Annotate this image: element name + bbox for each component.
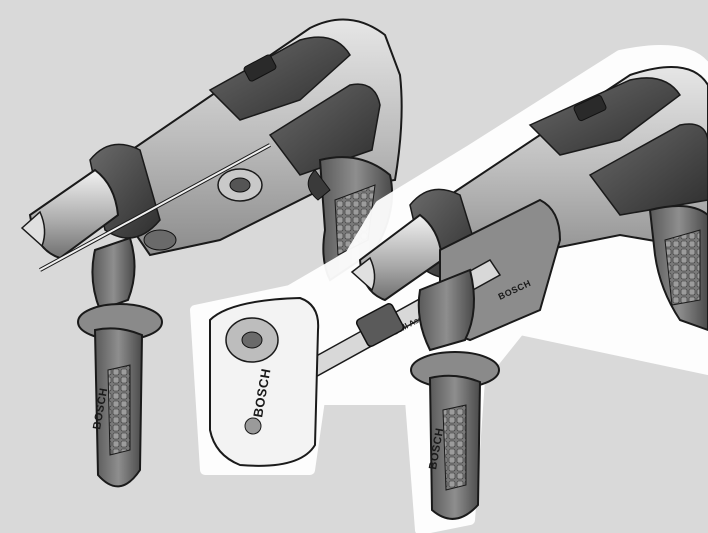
right-drill-top-panel bbox=[528, 77, 682, 156]
left-drill: BOSCH bbox=[20, 18, 403, 488]
left-drill-side-panel bbox=[268, 83, 381, 176]
right-drill: BOSCH Drill Assistant BOSCH BOSCH bbox=[190, 45, 708, 533]
left-drill-aux-handle-base bbox=[91, 236, 136, 312]
right-drill-aux-handle-base bbox=[417, 268, 475, 352]
left-drill-top-panel bbox=[208, 36, 351, 121]
right-drill-side-panel bbox=[588, 123, 708, 216]
left-drill-trigger bbox=[307, 169, 331, 201]
